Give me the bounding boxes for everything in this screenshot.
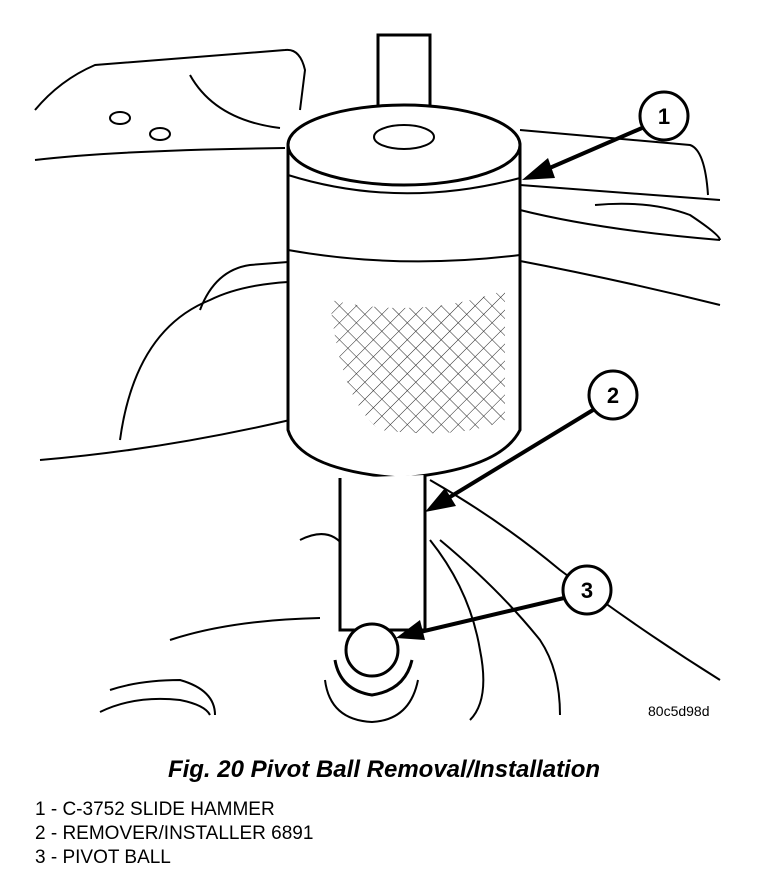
pivot-ball <box>324 622 419 724</box>
legend-item-3: 3 - PIVOT BALL <box>35 847 171 868</box>
head-bolt-holes <box>109 111 171 141</box>
callout-3: 3 <box>396 564 613 640</box>
slide-hammer-weight <box>286 103 522 480</box>
callout-2: 2 <box>425 369 639 512</box>
callout-3-number: 3 <box>581 578 593 603</box>
callout-legend: 1 - C-3752 SLIDE HAMMER 2 - REMOVER/INST… <box>35 798 313 870</box>
legend-item-1: 1 - C-3752 SLIDE HAMMER <box>35 799 275 820</box>
pivot-ball-diagram: 1 2 3 <box>34 33 721 724</box>
callout-1-number: 1 <box>658 104 670 129</box>
legend-item-2: 2 - REMOVER/INSTALLER 6891 <box>35 823 314 844</box>
remover-installer-tube <box>338 475 427 632</box>
figure-image-id: 80c5d98d <box>648 703 710 719</box>
callout-2-number: 2 <box>607 383 619 408</box>
figure-caption: Fig. 20 Pivot Ball Removal/Installation <box>167 756 601 783</box>
callout-1: 1 <box>522 90 690 180</box>
